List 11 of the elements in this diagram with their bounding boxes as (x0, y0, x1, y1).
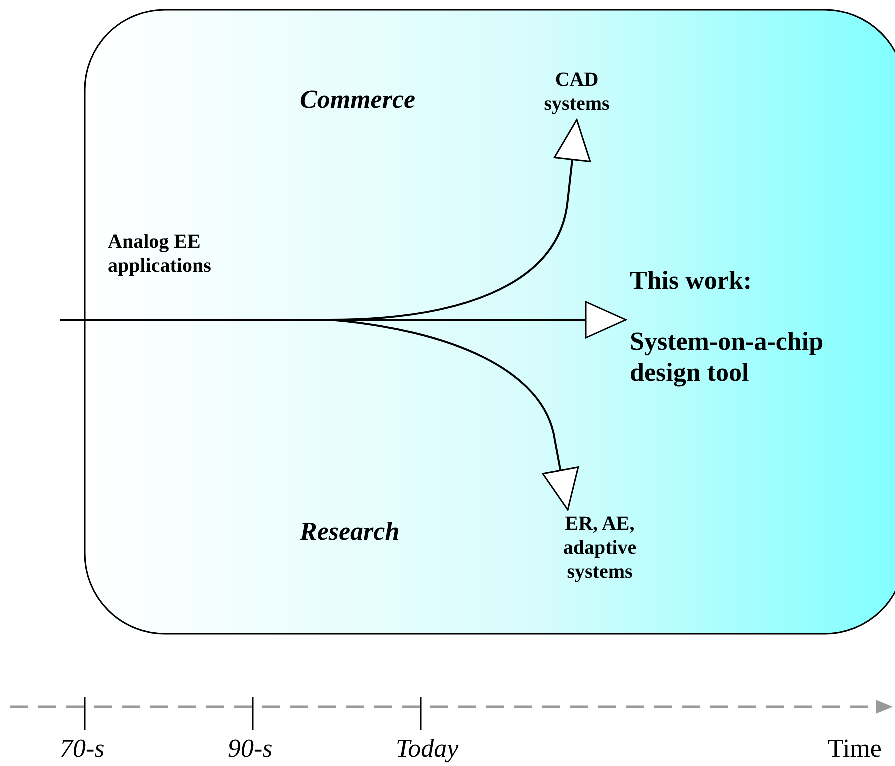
source-label: Analog EE applications (108, 230, 212, 278)
tick-label: 90-s (228, 733, 273, 764)
branch-label: Commerce (300, 84, 416, 116)
node-text: System-on-a-chip design tool (630, 326, 825, 389)
node-heading: This work: (630, 265, 754, 296)
node-heading: ER, AE, adaptive systems (562, 512, 638, 584)
tick-label: Today (396, 733, 459, 764)
tick-label: 70-s (60, 733, 105, 764)
branch-label: Research (300, 516, 400, 548)
axis-label: Time (828, 733, 882, 764)
node-heading: CAD systems (543, 68, 611, 116)
